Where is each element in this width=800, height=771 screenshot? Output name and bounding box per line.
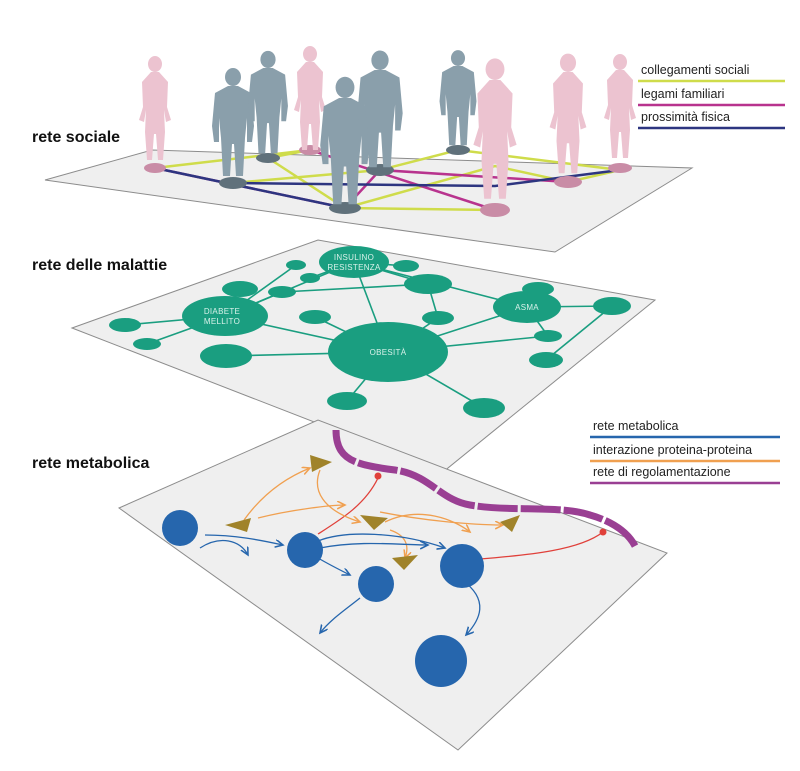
edge-social-link — [344, 206, 496, 212]
legend-label-protein-interaction: interazione proteina-proteina — [593, 443, 752, 457]
person-female — [604, 54, 636, 173]
regulation-edge — [317, 477, 379, 535]
metabolite-node — [440, 544, 484, 588]
metabolic-layer-title: rete metabolica — [32, 455, 149, 472]
disease-node — [133, 338, 161, 350]
enzyme-triangle — [360, 515, 388, 530]
person-male — [212, 68, 254, 189]
social-legend: collegamenti sociali legami familiari pr… — [638, 63, 785, 130]
disease-edge — [545, 305, 613, 361]
legend-label-family-links: legami familiari — [641, 87, 724, 101]
label-asthma: ASMA — [515, 303, 539, 312]
person-female — [294, 46, 326, 155]
disease-node — [286, 260, 306, 270]
edge-physical-link — [154, 166, 346, 210]
disease-node — [300, 273, 320, 283]
enzyme-triangle — [225, 518, 251, 532]
legend-label-regulation: rete di regolamentazione — [593, 465, 731, 479]
disease-node-asthma — [493, 291, 561, 323]
disease-nodes — [109, 246, 631, 418]
social-edges — [154, 148, 621, 212]
label-diabetes-line1: DIABETE — [204, 307, 240, 316]
disease-node — [268, 286, 296, 298]
ppi-edge — [389, 529, 407, 558]
enzyme-triangle — [500, 515, 520, 532]
metabolic-legend: rete metabolica interazione proteina-pro… — [590, 419, 780, 485]
label-insulin-line2: RESISTENZA — [327, 263, 381, 272]
person-male — [320, 76, 370, 214]
disease-node-diabetes — [182, 296, 268, 336]
metabolic-layer: rete metabolica rete metabolica interazi… — [32, 419, 780, 751]
label-obesity: OBESITÀ — [370, 348, 407, 357]
social-layer-title: rete sociale — [32, 129, 120, 146]
metabolic-edge — [320, 597, 361, 633]
protein-interaction-edges — [243, 468, 503, 558]
metabolite-node — [162, 510, 198, 546]
person-male — [439, 50, 477, 155]
metabolic-edge — [199, 539, 248, 555]
label-insulin-line1: INSULINO — [334, 253, 374, 262]
ppi-edge — [243, 468, 310, 521]
disease-layer-title: rete delle malattie — [32, 257, 167, 274]
disease-node-insulin-resistance — [319, 246, 389, 278]
disease-node — [299, 310, 331, 324]
regulation-target-dot — [374, 472, 382, 480]
person-male — [248, 50, 288, 163]
metabolic-edge — [317, 557, 350, 575]
ppi-edge — [379, 511, 503, 525]
social-layer: rete sociale collegamenti sociali legami… — [32, 46, 785, 253]
disease-node — [327, 392, 367, 410]
disease-node — [404, 274, 452, 294]
metabolite-node — [415, 635, 467, 687]
enzyme-nodes — [225, 455, 520, 570]
disease-layer: INSULINO RESISTENZA DIABETE MELLITO ASMA… — [32, 239, 657, 473]
person-female — [473, 58, 517, 217]
legend-label-metabolic: rete metabolica — [593, 419, 679, 433]
legend-label-social-links: collegamenti sociali — [641, 63, 749, 77]
enzyme-triangle — [392, 555, 418, 570]
disease-node — [393, 260, 419, 272]
disease-node-obesity — [328, 322, 448, 382]
metabolite-node — [358, 566, 394, 602]
metabolite-node — [287, 532, 323, 568]
edge-social-link — [232, 148, 621, 185]
disease-node — [422, 311, 454, 325]
person-male — [357, 50, 403, 176]
disease-edge — [281, 283, 429, 293]
label-diabetes-line2: MELLITO — [204, 317, 240, 326]
ppi-edge — [257, 505, 345, 519]
disease-node — [534, 330, 562, 342]
ppi-edge — [316, 469, 360, 522]
disease-node — [222, 281, 258, 297]
person-female — [549, 53, 587, 188]
regulation-target-dot — [599, 528, 607, 536]
disease-node — [109, 318, 141, 332]
edge-physical-link — [232, 168, 621, 188]
metabolite-nodes — [162, 510, 484, 687]
disease-node — [463, 398, 505, 418]
legend-label-physical-proximity: prossimità fisica — [641, 110, 730, 124]
disease-node — [593, 297, 631, 315]
metabolic-edge — [204, 534, 283, 545]
disease-node — [529, 352, 563, 368]
regulation-edge — [479, 531, 604, 560]
metabolic-edge — [319, 543, 428, 548]
regulation-edges — [317, 477, 604, 560]
people — [139, 46, 636, 217]
disease-node-labels: INSULINO RESISTENZA DIABETE MELLITO ASMA… — [204, 253, 539, 357]
enzyme-triangle — [310, 455, 332, 472]
ppi-edge — [384, 513, 470, 532]
disease-node — [200, 344, 252, 368]
edge-social-link — [267, 156, 621, 210]
regulation-network-strand — [332, 429, 640, 550]
person-female — [139, 56, 171, 173]
